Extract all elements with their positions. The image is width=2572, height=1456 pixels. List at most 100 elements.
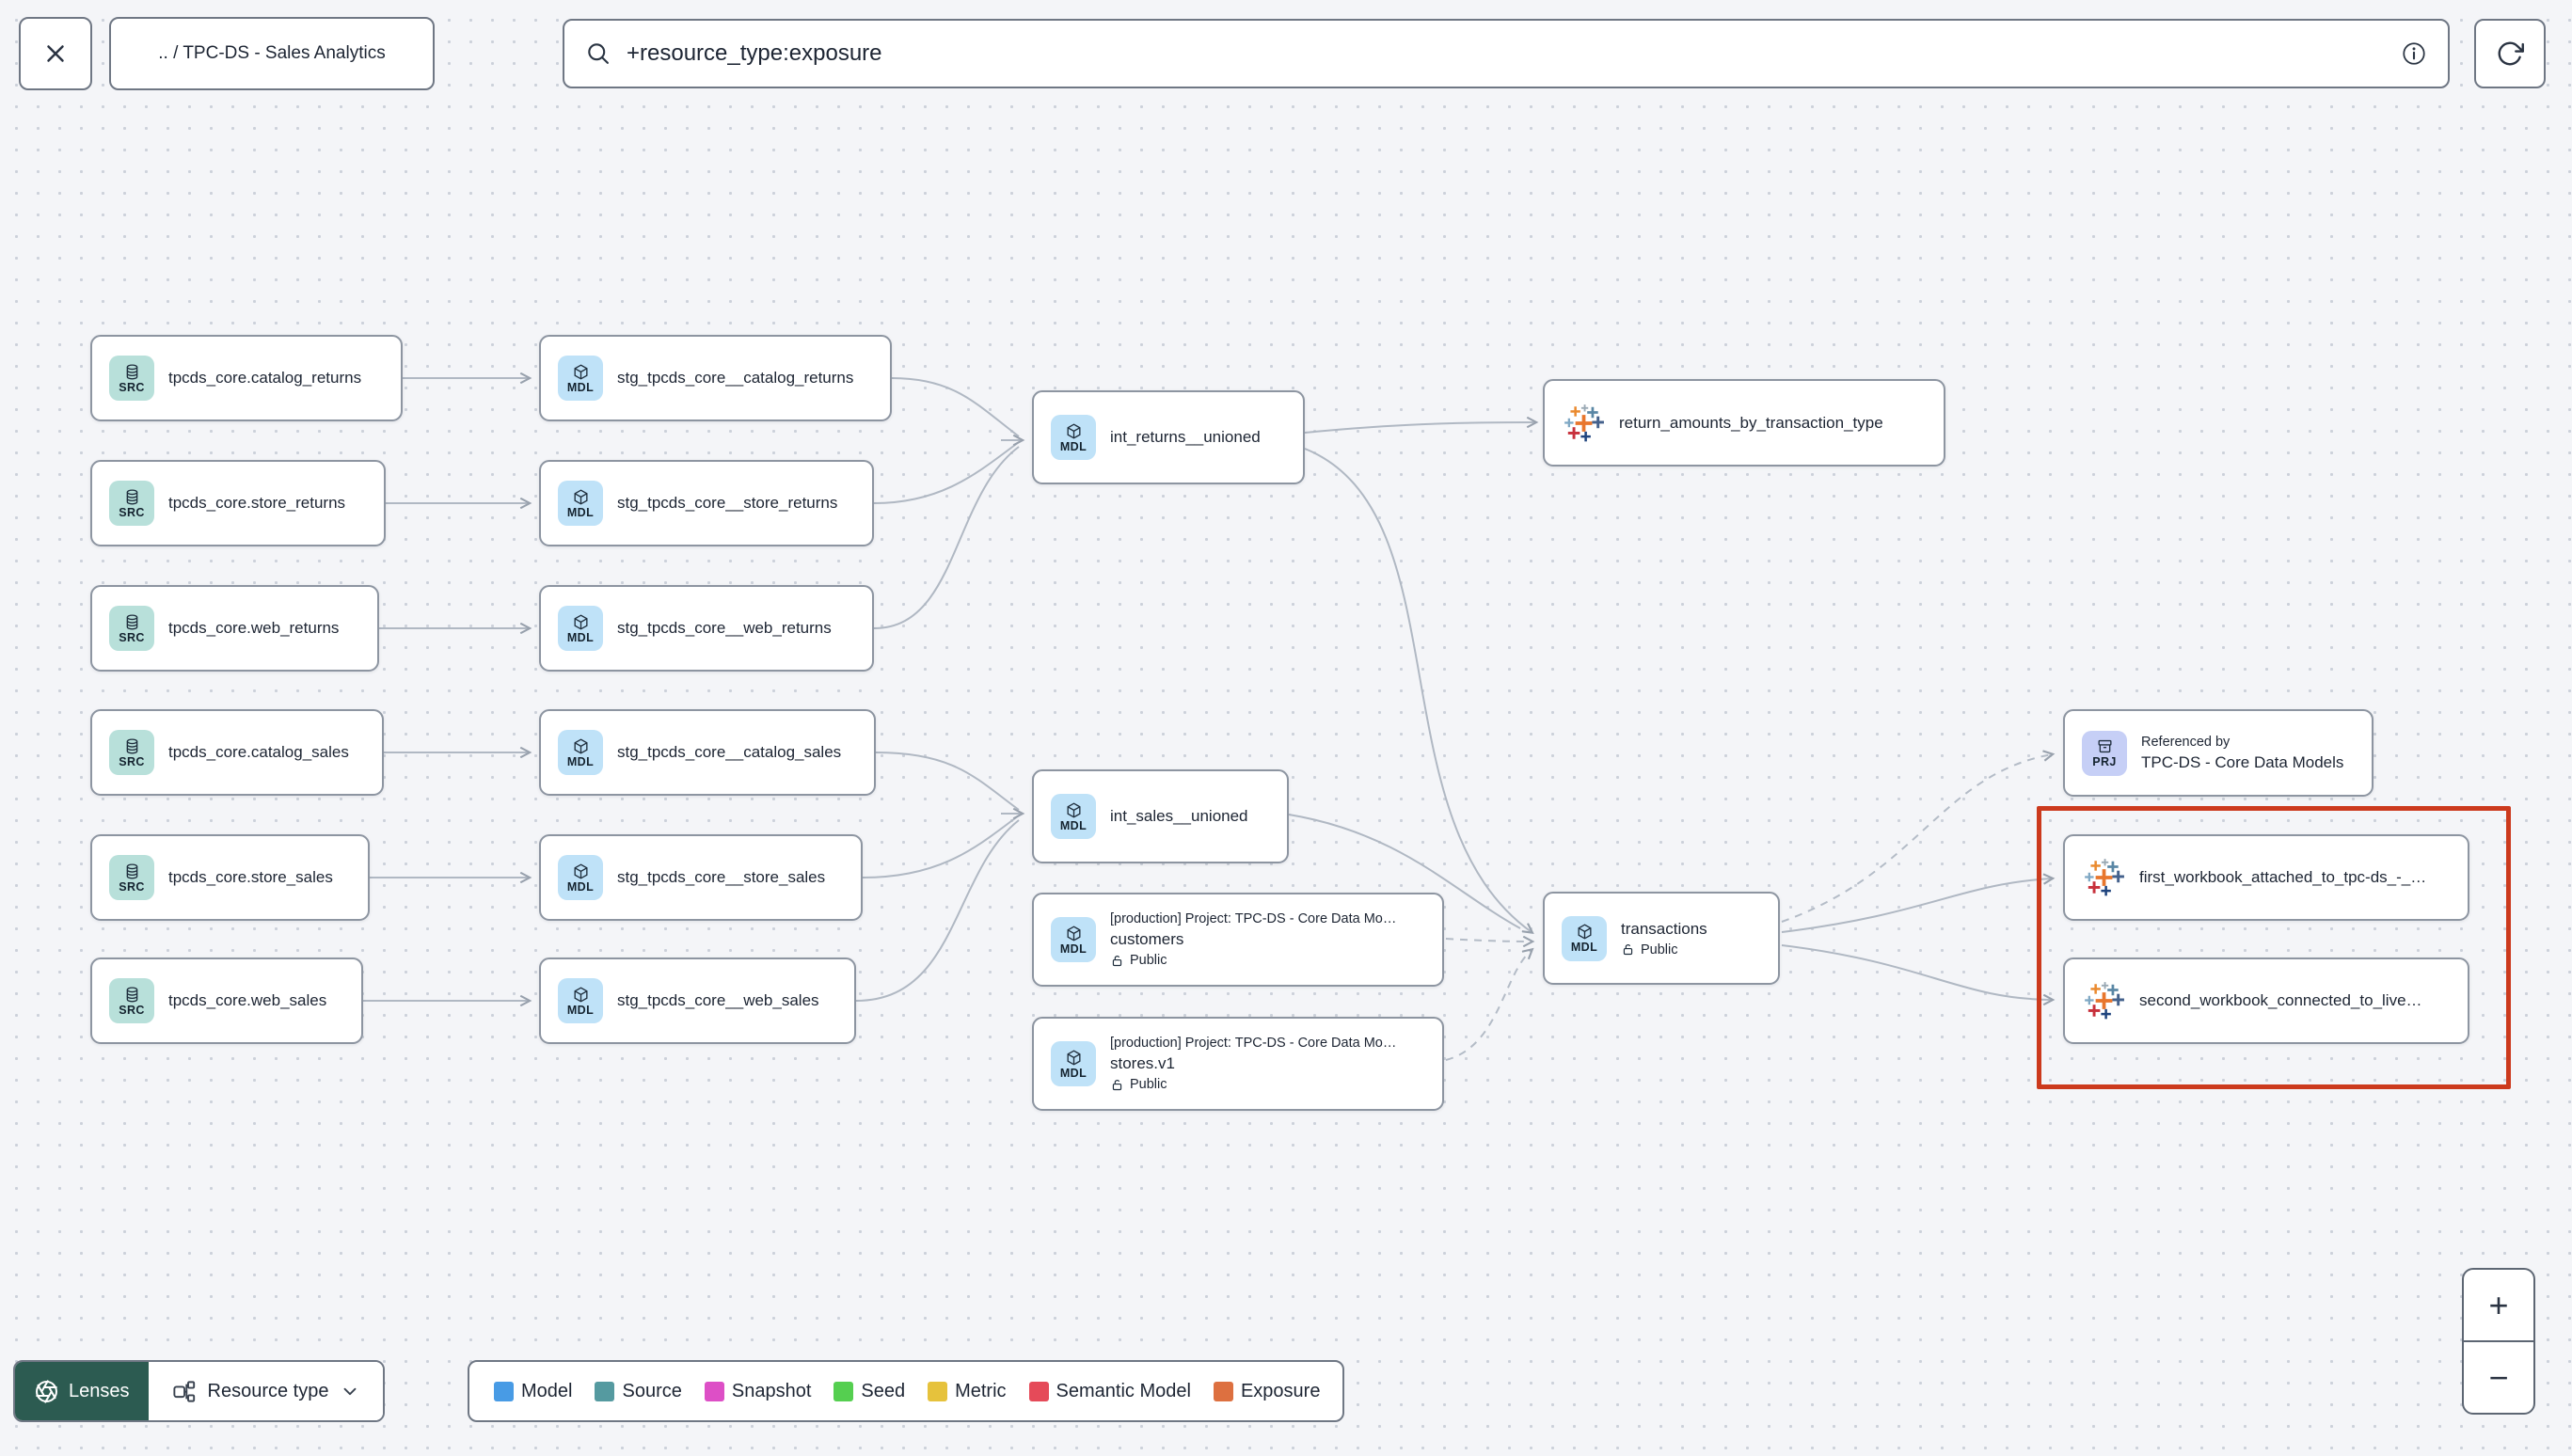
lock-open-icon (1112, 1079, 1122, 1090)
node-stg-catalog-sales[interactable]: MDL stg_tpcds_core__catalog_sales (539, 709, 876, 796)
node-label: stg_tpcds_core__web_returns (617, 619, 832, 637)
legend-label: Semantic Model (1056, 1380, 1191, 1401)
access-badge: Public (1621, 942, 1707, 957)
close-icon (47, 45, 64, 62)
node-transactions[interactable]: MDL transactions Public (1543, 892, 1780, 985)
legend-label: Snapshot (731, 1380, 812, 1401)
node-src-web-sales[interactable]: SRC tpcds_core.web_sales (90, 957, 363, 1044)
node-label: TPC-DS - Core Data Models (2141, 752, 2344, 771)
node-stg-store-returns[interactable]: MDL stg_tpcds_core__store_returns (539, 460, 874, 546)
database-icon (126, 987, 137, 1003)
model-badge: MDL (1051, 794, 1096, 839)
referenced-by-label: Referenced by (2141, 734, 2231, 750)
model-badge: MDL (1562, 915, 1607, 961)
tableau-icon (1564, 404, 1604, 441)
cube-icon (1066, 802, 1081, 818)
refresh-icon (2498, 41, 2524, 66)
node-exposure-first-workbook[interactable]: first_workbook_attached_to_tpc-ds_-_… (2063, 834, 2469, 921)
zoom-in-button[interactable]: + (2464, 1270, 2533, 1340)
node-stores-v1[interactable]: MDL [production] Project: TPC-DS - Core … (1032, 1017, 1444, 1111)
source-badge: SRC (109, 356, 154, 401)
chevron-down-icon (344, 1387, 357, 1396)
node-project-label: [production] Project: TPC-DS - Core Data… (1110, 911, 1397, 926)
node-stg-store-sales[interactable]: MDL stg_tpcds_core__store_sales (539, 834, 863, 921)
breadcrumb-label: .. / TPC-DS - Sales Analytics (158, 43, 386, 63)
cube-icon (573, 614, 588, 630)
node-int-sales-unioned[interactable]: MDL int_sales__unioned (1032, 769, 1289, 863)
node-src-store-sales[interactable]: SRC tpcds_core.store_sales (90, 834, 370, 921)
node-int-returns-unioned[interactable]: MDL int_returns__unioned (1032, 390, 1305, 484)
zoom-out-button[interactable]: − (2464, 1340, 2533, 1413)
legend-label: Metric (955, 1380, 1007, 1401)
close-button[interactable] (19, 17, 92, 90)
lenses-control-group: Lenses Resource type (13, 1360, 386, 1422)
node-label: stg_tpcds_core__store_returns (617, 494, 838, 512)
metric-swatch (928, 1381, 948, 1401)
badge-label: MDL (566, 380, 595, 394)
source-swatch (595, 1381, 615, 1401)
minus-icon: − (2488, 1357, 2509, 1397)
source-badge: SRC (109, 855, 154, 900)
node-exposure-second-workbook[interactable]: second_workbook_connected_to_live… (2063, 957, 2469, 1044)
snapshot-swatch (704, 1381, 724, 1401)
model-swatch (494, 1381, 514, 1401)
badge-label: SRC (119, 1003, 145, 1017)
node-stg-web-returns[interactable]: MDL stg_tpcds_core__web_returns (539, 585, 874, 672)
badge-label: MDL (566, 879, 595, 894)
search-input[interactable] (627, 40, 2386, 67)
legend-item-exposure: Exposure (1213, 1381, 1320, 1402)
node-stg-catalog-returns[interactable]: MDL stg_tpcds_core__catalog_returns (539, 335, 892, 421)
cube-icon (573, 489, 588, 505)
refresh-button[interactable] (2474, 19, 2546, 88)
node-label: stg_tpcds_core__web_sales (617, 991, 819, 1009)
badge-label: MDL (1059, 818, 1088, 832)
badge-label: SRC (119, 630, 145, 644)
node-src-web-returns[interactable]: SRC tpcds_core.web_returns (90, 585, 379, 672)
breadcrumb[interactable]: .. / TPC-DS - Sales Analytics (109, 17, 435, 90)
aperture-icon (36, 1379, 57, 1403)
legend-item-metric: Metric (928, 1380, 1007, 1402)
cube-icon (573, 364, 588, 380)
node-src-catalog-sales[interactable]: SRC tpcds_core.catalog_sales (90, 709, 384, 796)
node-label: tpcds_core.web_returns (168, 619, 340, 637)
node-label: stg_tpcds_core__catalog_sales (617, 743, 842, 761)
node-customers[interactable]: MDL [production] Project: TPC-DS - Core … (1032, 893, 1444, 987)
badge-label: MDL (566, 1003, 595, 1017)
database-icon (126, 364, 137, 380)
database-icon (126, 738, 137, 754)
legend-label: Model (521, 1380, 573, 1401)
search-bar[interactable] (563, 19, 2450, 88)
badge-label: MDL (1059, 1066, 1088, 1080)
node-label: tpcds_core.catalog_returns (168, 369, 362, 387)
model-badge: MDL (1051, 1041, 1096, 1086)
legend-label: Source (622, 1380, 682, 1401)
resource-type-dropdown[interactable]: Resource type (148, 1362, 384, 1420)
lenses-button[interactable]: Lenses (15, 1362, 149, 1420)
tableau-icon (2085, 859, 2124, 896)
cube-icon (1066, 1050, 1081, 1066)
search-icon (588, 43, 609, 64)
access-badge: Public (1110, 953, 1396, 968)
node-label: tpcds_core.store_sales (168, 868, 333, 886)
node-src-catalog-returns[interactable]: SRC tpcds_core.catalog_returns (90, 335, 403, 421)
node-label: stores.v1 (1110, 1054, 1175, 1072)
node-label: stg_tpcds_core__store_sales (617, 868, 826, 886)
project-badge: PRJ (2082, 730, 2127, 776)
info-icon[interactable] (2401, 40, 2427, 67)
source-badge: SRC (109, 730, 154, 775)
model-badge: MDL (558, 606, 603, 651)
lock-open-icon (1623, 944, 1633, 956)
cube-icon (1577, 924, 1592, 940)
node-exposure-return-amounts[interactable]: return_amounts_by_transaction_type (1543, 379, 1945, 467)
legend-item-seed: Seed (834, 1381, 905, 1402)
zoom-control: + − (2462, 1268, 2535, 1415)
node-label: return_amounts_by_transaction_type (1619, 413, 1883, 432)
node-src-store-returns[interactable]: SRC tpcds_core.store_returns (90, 460, 386, 546)
node-project-label: [production] Project: TPC-DS - Core Data… (1110, 1036, 1397, 1051)
legend-item-model: Model (494, 1381, 572, 1402)
node-referenced-by-project[interactable]: PRJ Referenced by TPC-DS - Core Data Mod… (2063, 709, 2374, 797)
node-stg-web-sales[interactable]: MDL stg_tpcds_core__web_sales (539, 957, 856, 1044)
badge-label: MDL (566, 754, 595, 768)
